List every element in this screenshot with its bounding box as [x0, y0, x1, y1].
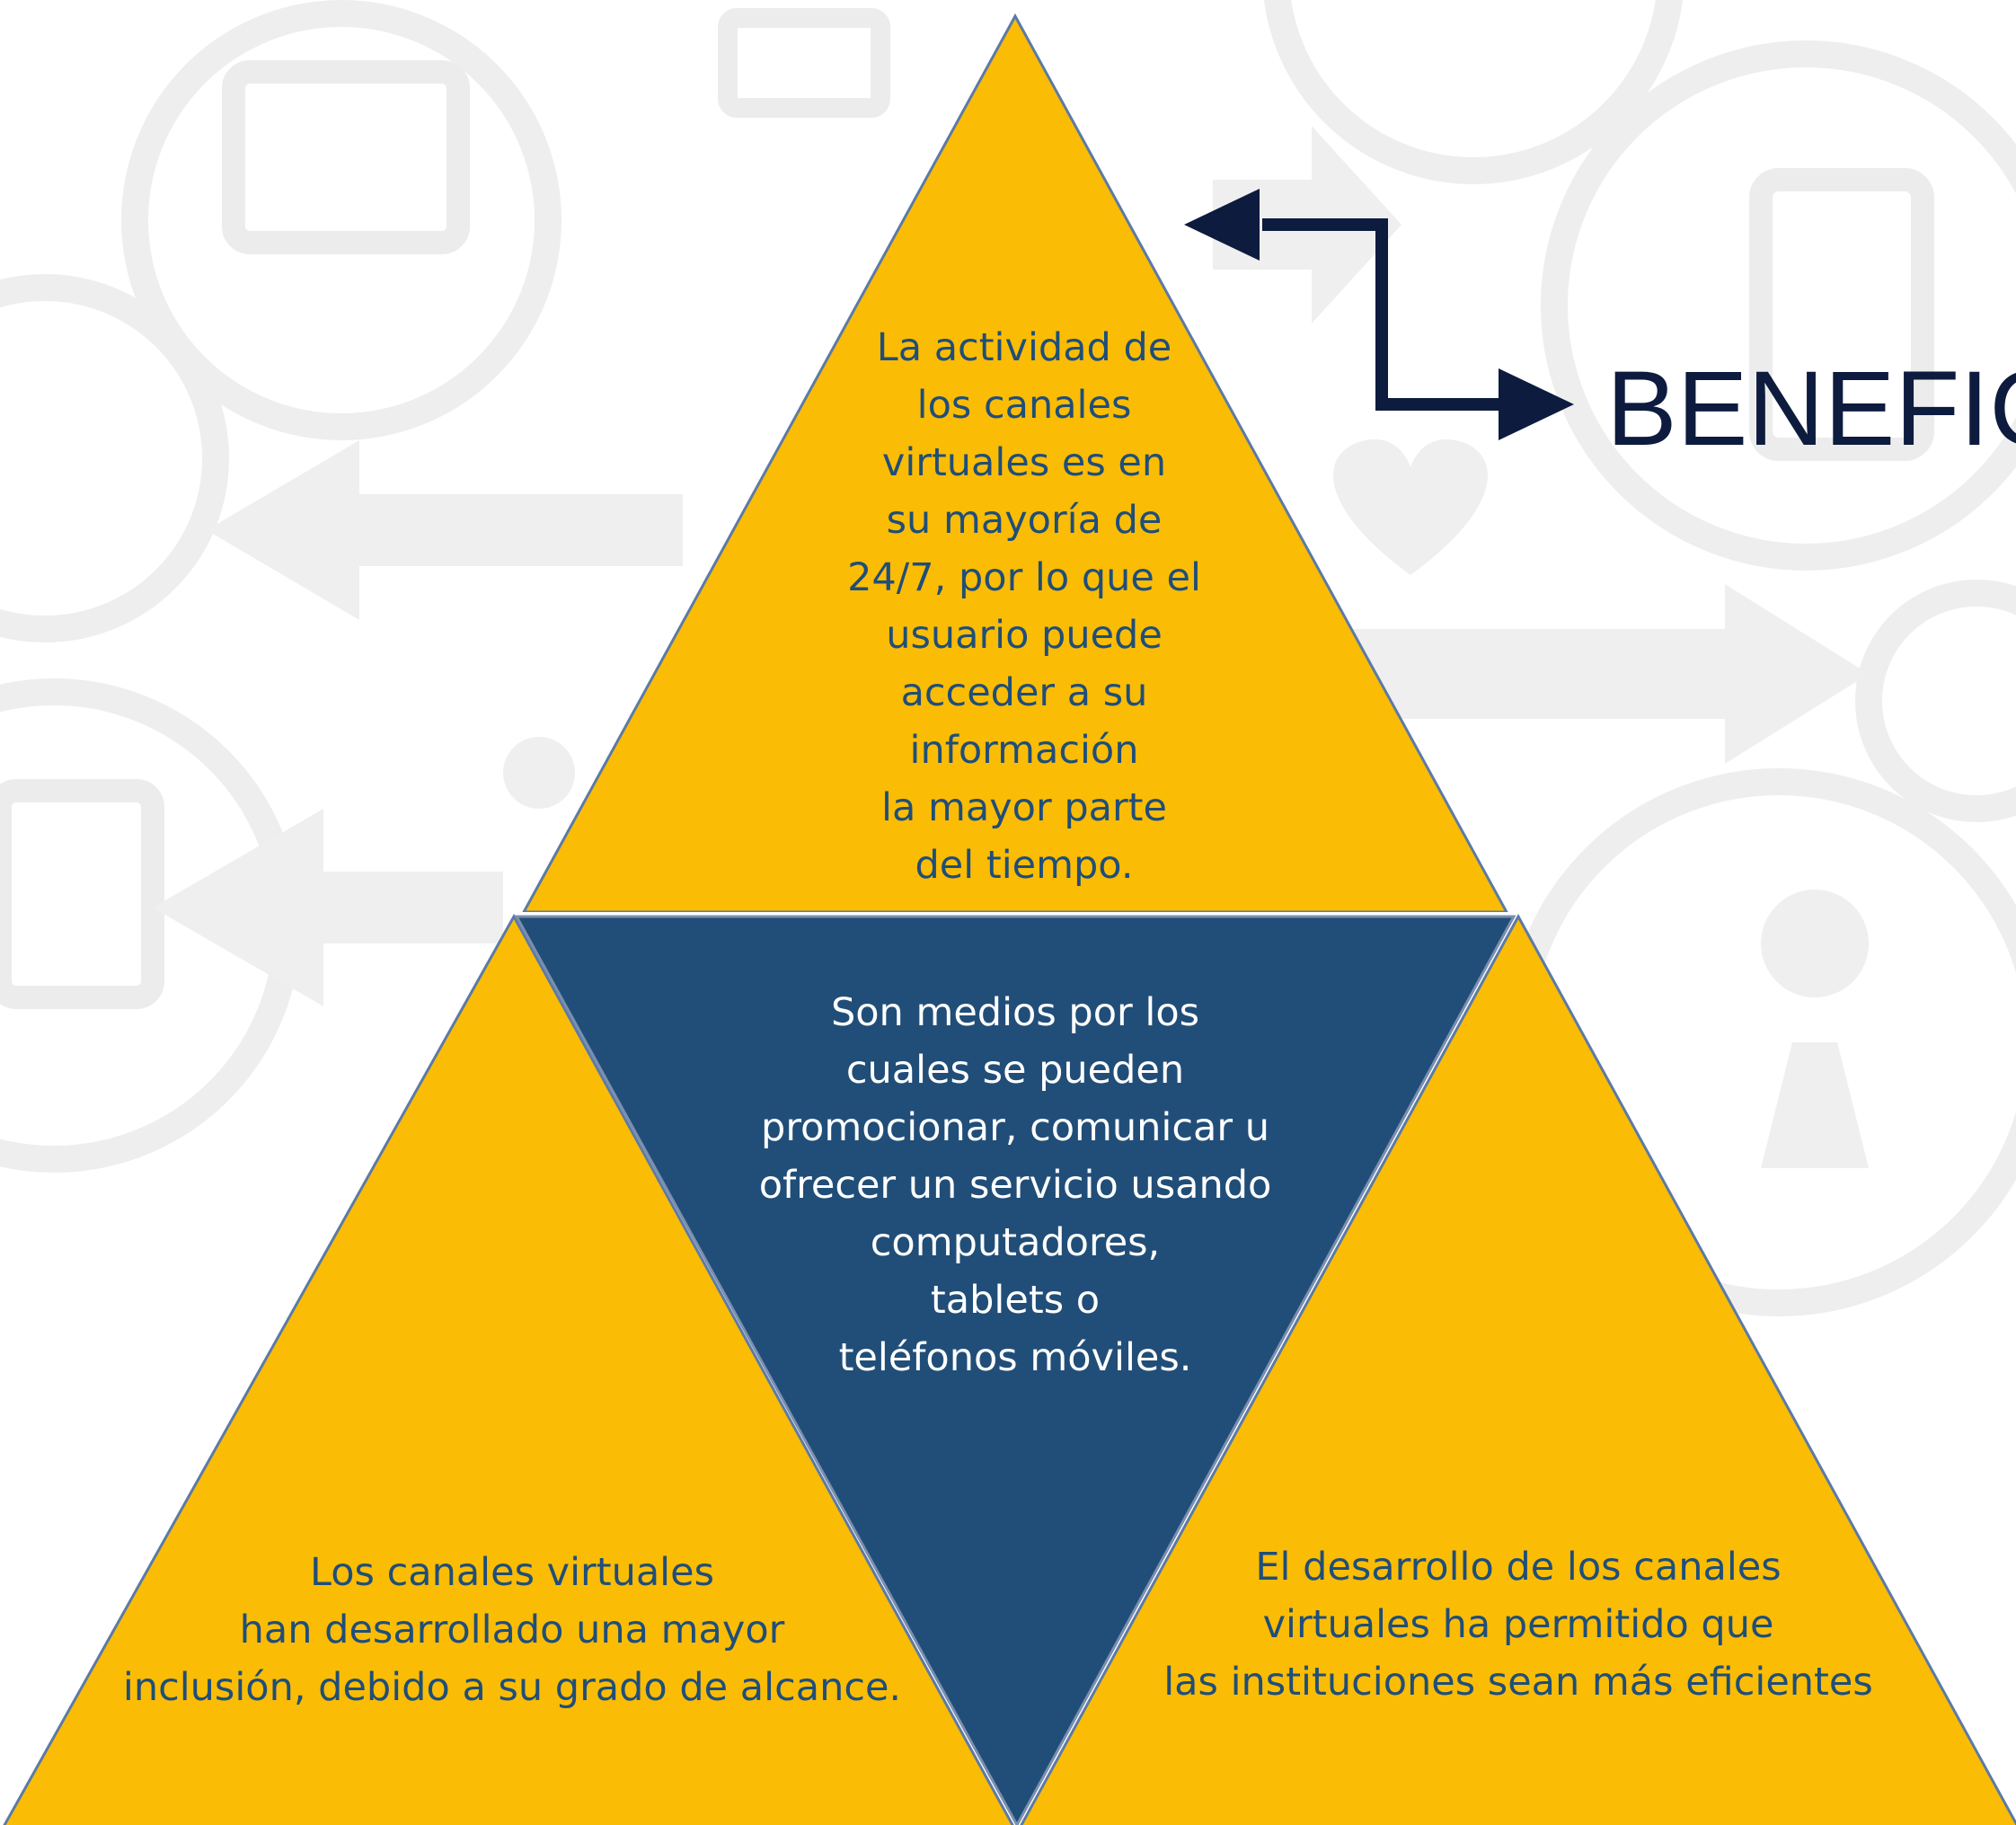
- heart-plus-icon: [1333, 439, 1488, 575]
- text-line: 24/7, por lo que el: [847, 555, 1201, 600]
- background-circle: [1263, 0, 1684, 184]
- text-line: virtuales es en: [881, 440, 1167, 485]
- text-line: El desarrollo de los canales: [1255, 1545, 1782, 1590]
- text-line: cuales se pueden: [845, 1048, 1185, 1093]
- text-line: los canales: [916, 383, 1132, 428]
- arrow-left-icon: [153, 809, 503, 1006]
- top-triangle-text: La actividad de los canales virtuales es…: [773, 319, 1276, 894]
- text-line: información: [909, 728, 1139, 773]
- arrow-right-icon: [1348, 584, 1869, 764]
- text-line: promocionar, comunicar u: [761, 1105, 1269, 1150]
- text-line: la mayor parte: [881, 785, 1167, 830]
- music-note-icon: [503, 737, 575, 809]
- benefits-title: BENEFIC: [1606, 350, 2016, 468]
- background-circle: [1855, 580, 2016, 822]
- bottom-left-triangle: [3, 913, 1014, 1825]
- broadcast-icon-keyhole: [1761, 890, 1870, 1168]
- wifi-tablet-icon: [121, 0, 561, 440]
- arrow-right-head: [1499, 368, 1574, 440]
- text-line: usuario puede: [886, 613, 1163, 658]
- bottom-right-triangle: [1020, 913, 2016, 1825]
- text-line: computadores,: [870, 1220, 1161, 1265]
- center-triangle: [514, 915, 1516, 1825]
- text-line: Los canales virtuales: [310, 1550, 714, 1595]
- center-triangle-text: Son medios por los cuales se pueden prom…: [701, 984, 1330, 1386]
- text-line: las instituciones sean más eficientes: [1163, 1660, 1873, 1705]
- phone-icon: [1541, 40, 2016, 571]
- text-line: del tiempo.: [915, 843, 1134, 888]
- arrow-left-head: [1184, 189, 1260, 261]
- text-line: tablets o: [930, 1278, 1101, 1323]
- text-line: Son medios por los: [830, 990, 1200, 1035]
- text-line: inclusión, debido a su grado de alcance.: [122, 1665, 902, 1710]
- text-line: teléfonos móviles.: [838, 1335, 1192, 1380]
- text-line: virtuales ha permitido que: [1262, 1602, 1774, 1647]
- text-line: La actividad de: [876, 325, 1172, 370]
- text-line: acceder a su: [900, 670, 1148, 715]
- text-line: ofrecer un servicio usando: [758, 1163, 1272, 1208]
- connector-arrow: [1184, 189, 1574, 440]
- text-line: su mayoría de: [886, 498, 1163, 543]
- text-line: han desarrollado una mayor: [239, 1608, 785, 1652]
- network-icon: [0, 274, 229, 642]
- bottom-left-triangle-text: Los canales virtuales han desarrollado u…: [108, 1544, 916, 1716]
- arrow-left-icon: [207, 440, 683, 620]
- upload-icon: [718, 8, 890, 118]
- bottom-right-triangle-text: El desarrollo de los canales virtuales h…: [1141, 1538, 1896, 1711]
